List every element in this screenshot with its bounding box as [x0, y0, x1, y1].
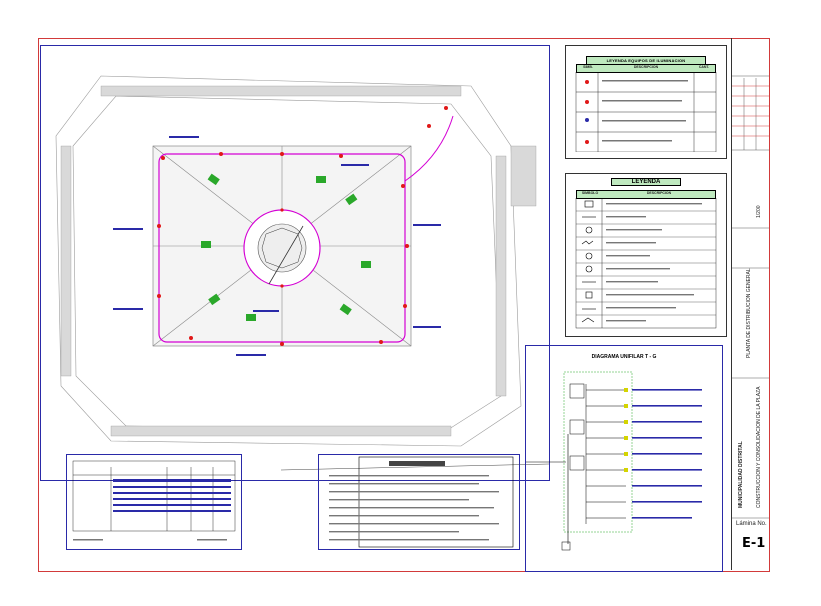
callouts — [113, 136, 441, 356]
lighting-legend-rows — [575, 72, 717, 152]
symbol-legend-rows — [575, 198, 717, 329]
owner-name: MUNICIPALIDAD DISTRITAL — [738, 441, 744, 508]
diagram-schematic — [526, 371, 702, 551]
sheet-number: E-1 — [742, 536, 766, 551]
title-block-grid — [732, 75, 769, 519]
col-descripcion: DESCRIPCION — [633, 65, 659, 69]
section-line — [268, 225, 304, 285]
scale-value: 1/200 — [756, 205, 762, 218]
notes-block — [329, 456, 514, 548]
symbol-legend: LEYENDA SIMBOLO DESCRIPCION — [565, 173, 727, 337]
fountain — [257, 223, 307, 273]
luminaires — [157, 106, 448, 346]
project-name-b: PLANTA DE DISTRIBUCION GENERAL — [746, 268, 752, 358]
fountain-octagon — [261, 227, 303, 269]
diagram-title: DIAGRAMA UNIFILAR T - G — [591, 354, 657, 360]
col-simbolo: SIMBOLO — [581, 191, 599, 195]
lighting-legend-header: SIMB. DESCRIPCION CANT. — [576, 64, 716, 73]
plan-frame — [40, 45, 550, 481]
general-notes — [318, 454, 520, 550]
single-line-diagram: DIAGRAMA UNIFILAR T - G — [525, 345, 723, 572]
sheet-label: Lámina No. — [736, 521, 767, 527]
load-table — [66, 454, 242, 550]
symbol-legend-title: LEYENDA — [611, 178, 681, 186]
col-simb: SIMB. — [583, 65, 593, 69]
feeder-line — [404, 115, 454, 182]
col-cant: CANT. — [698, 65, 710, 69]
lighting-legend: LEYENDA EQUIPOS DE ILUMINACION SIMB. DES… — [565, 45, 727, 159]
site-plan — [55, 75, 550, 471]
symbol-legend-header: SIMBOLO DESCRIPCION — [576, 190, 716, 199]
load-table-grid — [72, 460, 236, 541]
col-descripcion-2: DESCRIPCION — [646, 191, 672, 195]
planters — [201, 173, 371, 321]
leader-line — [280, 463, 550, 471]
paving-blocks — [60, 85, 537, 437]
title-block: PLANTA DE DISTRIBUCION GENERAL CONSTRUCC… — [731, 38, 769, 570]
project-name-a: CONSTRUCCION Y CONSOLIDACION DE LA PLAZA — [756, 386, 762, 508]
